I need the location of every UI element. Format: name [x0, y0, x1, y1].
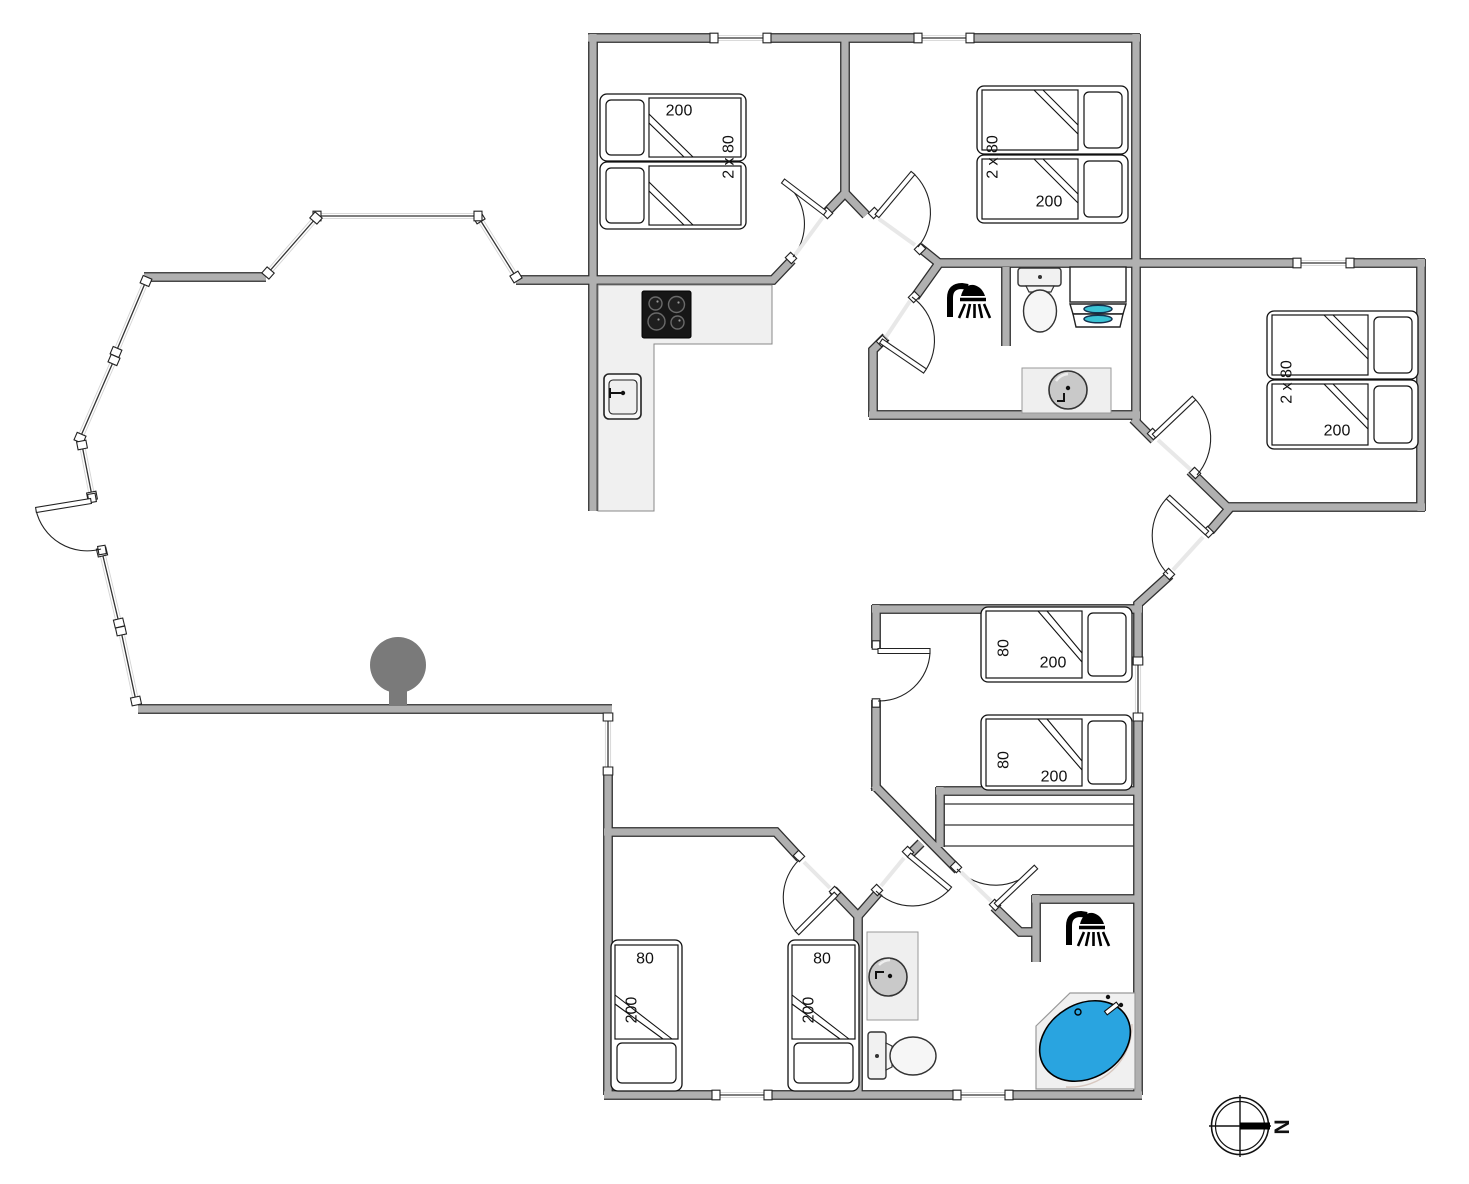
svg-text:80: 80 [813, 951, 831, 968]
svg-text:N: N [1270, 1119, 1293, 1134]
svg-text:80: 80 [996, 639, 1013, 657]
svg-text:2 x 80: 2 x 80 [1279, 360, 1296, 404]
svg-text:2 x 80: 2 x 80 [985, 135, 1002, 179]
svg-text:80: 80 [996, 751, 1013, 769]
svg-text:80: 80 [636, 951, 654, 968]
svg-text:200: 200 [1036, 194, 1063, 211]
svg-text:200: 200 [801, 997, 818, 1024]
svg-text:2 x 80: 2 x 80 [721, 135, 738, 179]
svg-text:200: 200 [624, 997, 641, 1024]
svg-text:200: 200 [1041, 769, 1068, 786]
svg-text:200: 200 [1040, 655, 1067, 672]
svg-text:200: 200 [1324, 423, 1351, 440]
svg-text:200: 200 [666, 103, 693, 120]
